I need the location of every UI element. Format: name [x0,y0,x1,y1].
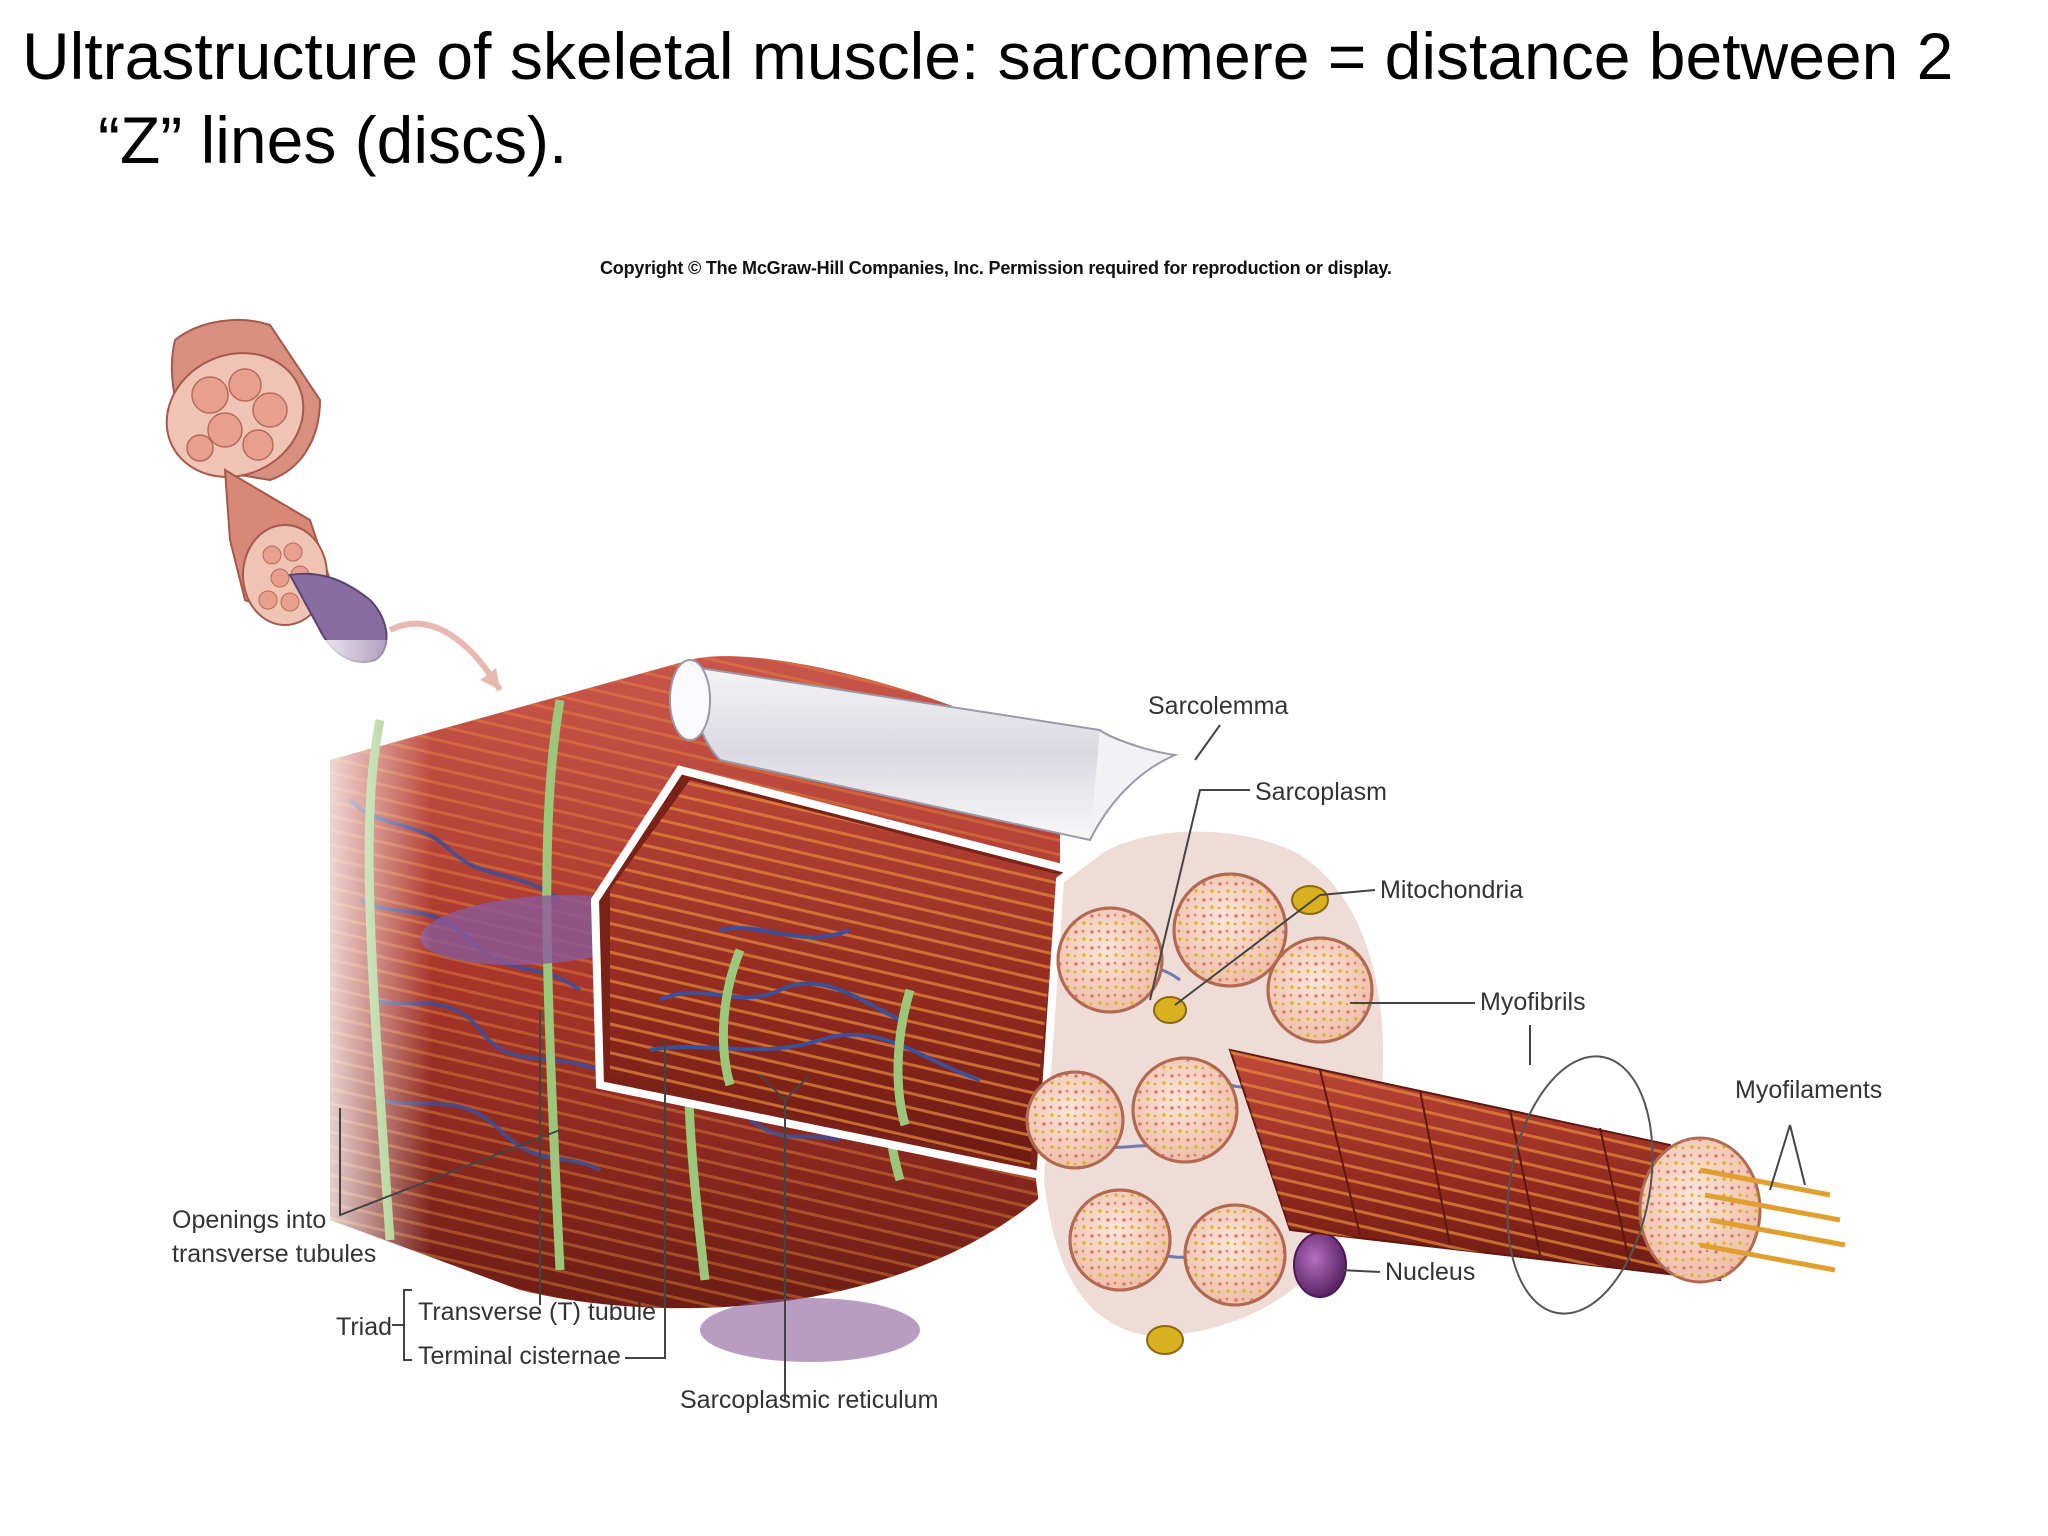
diagram-labels: Sarcolemma Sarcoplasm Mitochondria Myofi… [172,692,1882,1414]
label-terminal-cisternae: Terminal cisternae [418,1342,621,1370]
label-mitochondria: Mitochondria [1380,876,1523,904]
leader-lines [339,724,1806,1400]
copyright-notice: Copyright © The McGraw-Hill Companies, I… [600,258,1392,278]
label-t-tubule: Transverse (T) tubule [418,1298,656,1326]
slide-title: Ultrastructure of skeletal muscle: sarco… [22,14,2032,182]
label-nucleus: Nucleus [1385,1258,1475,1286]
label-myofilaments: Myofilaments [1735,1076,1882,1104]
label-openings-line-1: Openings into [172,1206,326,1234]
label-triad: Triad [336,1313,392,1341]
label-sarcoplasmic-reticulum: Sarcoplasmic reticulum [680,1386,938,1414]
title-line-1: Ultrastructure of skeletal muscle: sarco… [22,19,1954,93]
label-myofibrils: Myofibrils [1480,988,1586,1016]
label-openings-line-2: transverse tubules [172,1240,376,1268]
myofilament-strands [1699,1167,1846,1273]
label-sarcolemma: Sarcolemma [1148,692,1288,720]
sarcolemma-sheet [669,659,1179,842]
lower-nucleus [700,1298,920,1362]
title-line-2: “Z” lines (discs). [98,103,568,177]
nucleus-shape [1293,1232,1347,1298]
extended-myofibril [1228,1048,1846,1315]
whole-muscle-illustration [165,319,503,692]
label-sarcoplasm: Sarcoplasm [1255,778,1387,806]
